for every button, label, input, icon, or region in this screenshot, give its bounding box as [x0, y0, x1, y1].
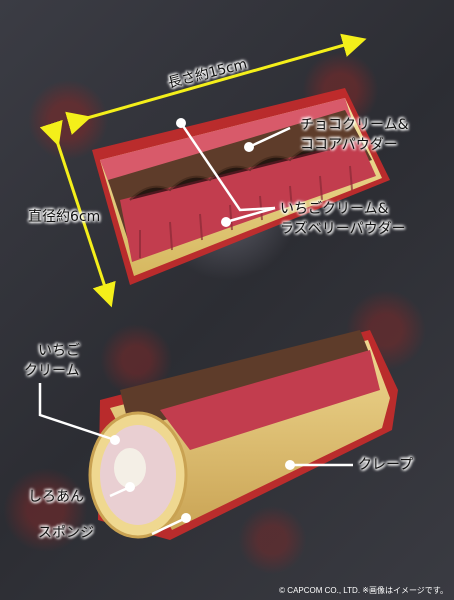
- strawberry-cream-label-line1: いちご: [38, 343, 80, 359]
- shiroan-label: しろあん: [28, 489, 84, 505]
- sponge-label: スポンジ: [38, 525, 94, 541]
- cake-section-view: [88, 330, 398, 540]
- copyright-notice: © CAPCOM CO., LTD. ※画像はイメージです。: [279, 586, 448, 595]
- length-arrow: [65, 33, 367, 135]
- crepe-label: クレープ: [358, 457, 414, 473]
- strawberry-cream-label-line2: クリーム: [24, 363, 80, 379]
- cake-top-view: [92, 88, 390, 285]
- berry-cream-label-line2: ラズベリーパウダー: [280, 221, 406, 237]
- callout-lines: [38, 122, 353, 536]
- diameter-label: 直径約6cm: [28, 209, 101, 225]
- callout-dots: [110, 118, 295, 523]
- choco-cream-label-line1: チョコクリーム&: [300, 117, 409, 133]
- choco-cream-label-line2: ココアパウダー: [300, 137, 398, 153]
- berry-cream-label-line1: いちごクリーム&: [280, 201, 389, 217]
- diameter-arrow: [39, 119, 116, 308]
